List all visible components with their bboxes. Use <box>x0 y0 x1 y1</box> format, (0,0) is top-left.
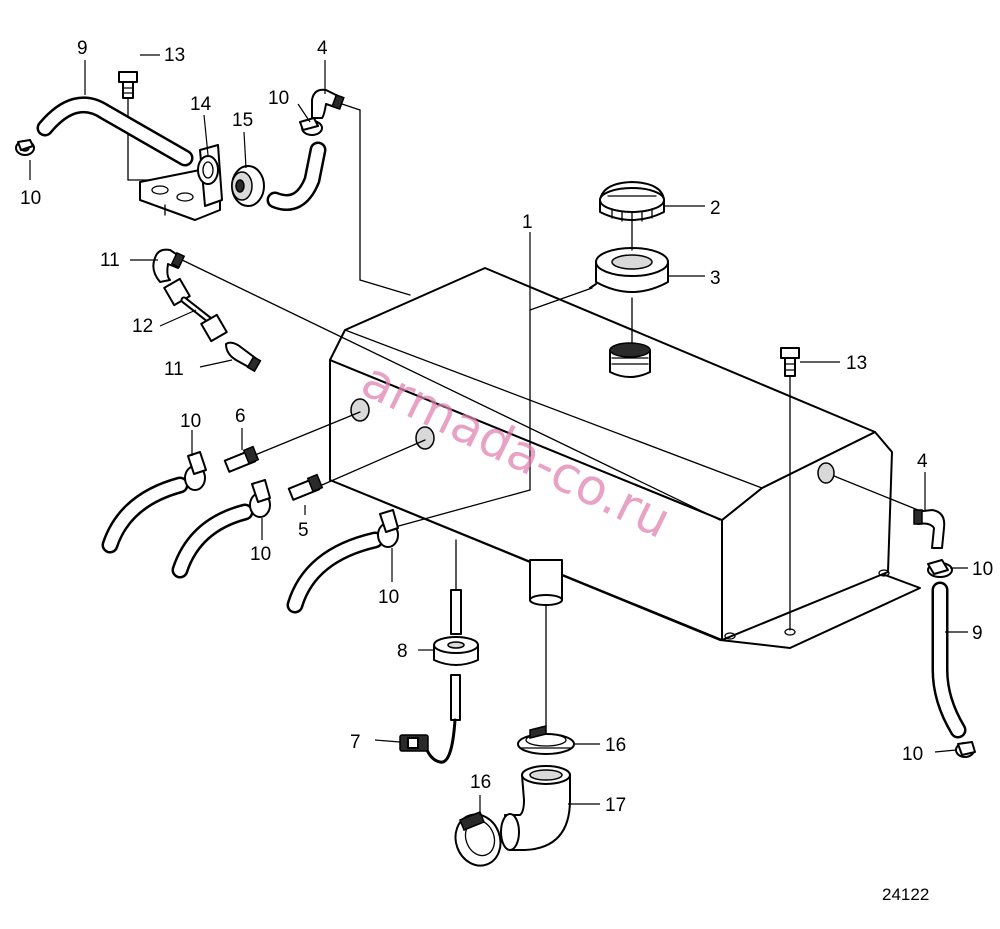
bolt-right <box>780 347 800 377</box>
callout-1: 1 <box>522 212 533 233</box>
hose-clamp-left-3 <box>377 509 399 548</box>
hose-clamp-16-upper <box>517 725 575 755</box>
filler-ring <box>589 247 669 293</box>
hose-clamp-16-lower <box>454 811 502 867</box>
callout-4-top: 4 <box>317 38 328 59</box>
tank-port-2 <box>415 426 435 450</box>
callout-10-right-lower: 10 <box>902 744 923 765</box>
level-sender-wire <box>399 674 461 764</box>
hose-right <box>931 581 967 739</box>
hose-bracket <box>139 144 223 221</box>
callout-14: 14 <box>190 94 212 115</box>
callout-15: 15 <box>232 110 253 131</box>
hose-clamp-top-mid <box>299 117 323 136</box>
filler-cap <box>599 181 665 223</box>
hose-top-left <box>36 96 194 167</box>
callout-5: 5 <box>298 520 309 541</box>
callout-6: 6 <box>235 406 246 427</box>
tank-port-3 <box>817 462 835 484</box>
hose-clamp-top-left <box>15 139 35 156</box>
callout-7: 7 <box>350 732 361 753</box>
hose-top-mid <box>266 141 327 211</box>
level-sender <box>433 589 479 666</box>
callout-2: 2 <box>710 198 721 219</box>
hose-lower-left-3 <box>286 531 384 614</box>
callout-12: 12 <box>132 316 153 337</box>
callout-16-upper: 16 <box>605 735 626 756</box>
grommet <box>231 165 265 207</box>
callout-10-right-upper: 10 <box>972 559 993 580</box>
callout-16-lower: 16 <box>470 772 491 793</box>
hose-clamp-right-upper <box>927 559 953 578</box>
callout-9-top: 9 <box>77 38 88 59</box>
hose-clamp-left-2 <box>249 479 271 518</box>
callout-8: 8 <box>397 641 408 662</box>
callout-13-top: 13 <box>164 45 185 66</box>
hose-lower-left-2 <box>171 503 254 579</box>
callout-13-right: 13 <box>846 353 867 374</box>
hose-nipple-5 <box>287 473 324 501</box>
bolt-left <box>118 71 138 99</box>
callout-labels: 1 2 3 4 4 5 6 7 8 9 9 10 10 10 10 10 10 … <box>20 38 993 816</box>
elbow-fitting-right <box>913 509 946 549</box>
callout-10-left-3: 10 <box>378 587 399 608</box>
callout-3: 3 <box>710 268 721 289</box>
fuel-pipe-assembly <box>152 248 262 373</box>
hose-lower-left-1 <box>101 476 189 554</box>
hose-clamp-left-1 <box>184 451 207 491</box>
fuel-tank <box>329 267 921 649</box>
callout-17: 17 <box>605 795 626 816</box>
callout-10-top-mid: 10 <box>268 88 289 109</box>
callout-10-left-2: 10 <box>250 544 271 565</box>
hose-clamp-right-lower <box>955 741 976 758</box>
tank-port-1 <box>350 398 370 422</box>
callout-11-lower: 11 <box>164 359 184 380</box>
elbow-hose-17 <box>500 765 571 851</box>
callout-9-right: 9 <box>972 623 983 644</box>
callout-4-right: 4 <box>917 451 928 472</box>
callout-10-left-1: 10 <box>180 411 201 432</box>
leader-lines <box>29 54 968 815</box>
callout-11-upper: 11 <box>100 250 120 271</box>
elbow-fitting-top <box>311 88 345 119</box>
callout-10-top-left: 10 <box>20 188 41 209</box>
figure-number: 24122 <box>882 885 929 904</box>
hose-nipple-6 <box>223 445 260 473</box>
